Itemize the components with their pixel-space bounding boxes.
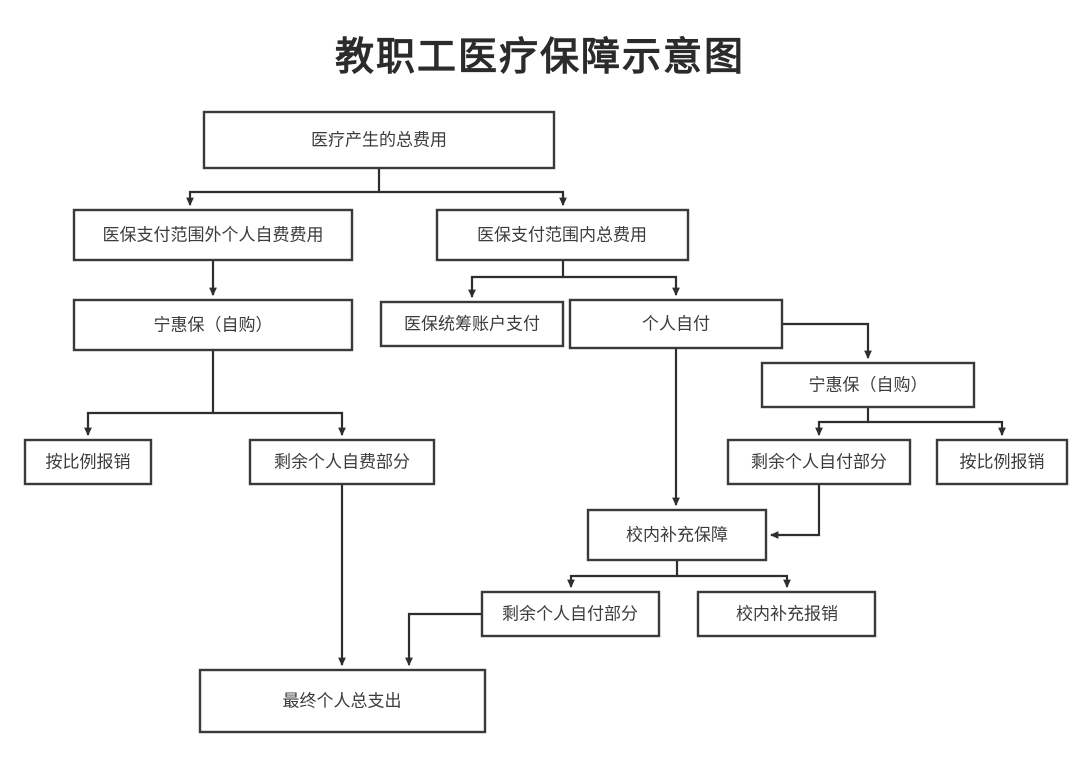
edge-n7-n11 xyxy=(868,420,1006,436)
page-title: 教职工医疗保障示意图 xyxy=(334,36,745,79)
node-label: 宁惠保（自购） xyxy=(154,315,273,334)
node-personal-payment[interactable]: 个人自付 xyxy=(568,298,784,350)
edge-layer xyxy=(84,168,1006,666)
node-total-medical-cost[interactable]: 医疗产生的总费用 xyxy=(202,110,556,170)
node-label: 按比例报销 xyxy=(46,452,131,471)
node-proportional-reimbursement-right[interactable]: 按比例报销 xyxy=(935,438,1069,486)
edge-n1-n3 xyxy=(379,190,567,206)
node-label: 医疗产生的总费用 xyxy=(311,130,447,149)
node-label: 校内补充报销 xyxy=(736,604,838,623)
node-ninghuibao-right[interactable]: 宁惠保（自购） xyxy=(760,361,976,409)
node-final-personal-total-expense[interactable]: 最终个人总支出 xyxy=(198,668,487,734)
node-label: 剩余个人自付部分 xyxy=(502,604,638,623)
edge-n13-n15 xyxy=(405,612,482,666)
node-label: 校内补充保障 xyxy=(626,525,728,544)
edge-n6-n7 xyxy=(782,322,872,359)
edge-n3-n6 xyxy=(563,275,680,296)
node-remaining-personal-portion-lower[interactable]: 剩余个人自付部分 xyxy=(480,590,661,638)
node-in-scope-total-cost[interactable]: 医保支付范围内总费用 xyxy=(435,208,690,262)
node-label: 按比例报销 xyxy=(960,452,1045,471)
node-label: 剩余个人自费部分 xyxy=(274,452,410,471)
node-label: 个人自付 xyxy=(642,314,710,333)
node-label: 医保支付范围内总费用 xyxy=(477,225,647,244)
edge-n1-n2 xyxy=(186,168,381,206)
node-label: 最终个人总支出 xyxy=(283,691,402,710)
node-out-of-scope-self-pay[interactable]: 医保支付范围外个人自费费用 xyxy=(72,208,354,262)
edge-n4-n8 xyxy=(84,350,215,436)
edge-n3-n5 xyxy=(468,260,565,298)
node-label: 宁惠保（自购） xyxy=(809,375,928,394)
node-remaining-personal-portion-upper[interactable]: 剩余个人自付部分 xyxy=(726,438,912,486)
node-ninghuibao-left[interactable]: 宁惠保（自购） xyxy=(72,298,354,352)
edge-n12-n14 xyxy=(677,574,791,588)
node-label: 剩余个人自付部分 xyxy=(751,452,887,471)
node-remaining-self-paid-portion[interactable]: 剩余个人自费部分 xyxy=(248,438,436,486)
node-label: 医保支付范围外个人自费费用 xyxy=(103,225,324,244)
node-label: 医保统筹账户支付 xyxy=(404,314,540,333)
edge-n12-n13 xyxy=(567,560,679,588)
node-campus-supplementary-coverage[interactable]: 校内补充保障 xyxy=(586,508,768,562)
node-proportional-reimbursement-left[interactable]: 按比例报销 xyxy=(23,438,153,486)
node-pooled-account-payment[interactable]: 医保统筹账户支付 xyxy=(379,300,565,348)
edge-n4-n9 xyxy=(213,411,346,436)
node-campus-supplementary-reimbursement[interactable]: 校内补充报销 xyxy=(696,590,877,638)
edge-n10-n12 xyxy=(770,484,821,539)
node-layer: 医疗产生的总费用 医保支付范围外个人自费费用 医保支付范围内总费用 宁惠保（自购… xyxy=(23,110,1069,734)
edge-n7-n10 xyxy=(815,407,870,436)
